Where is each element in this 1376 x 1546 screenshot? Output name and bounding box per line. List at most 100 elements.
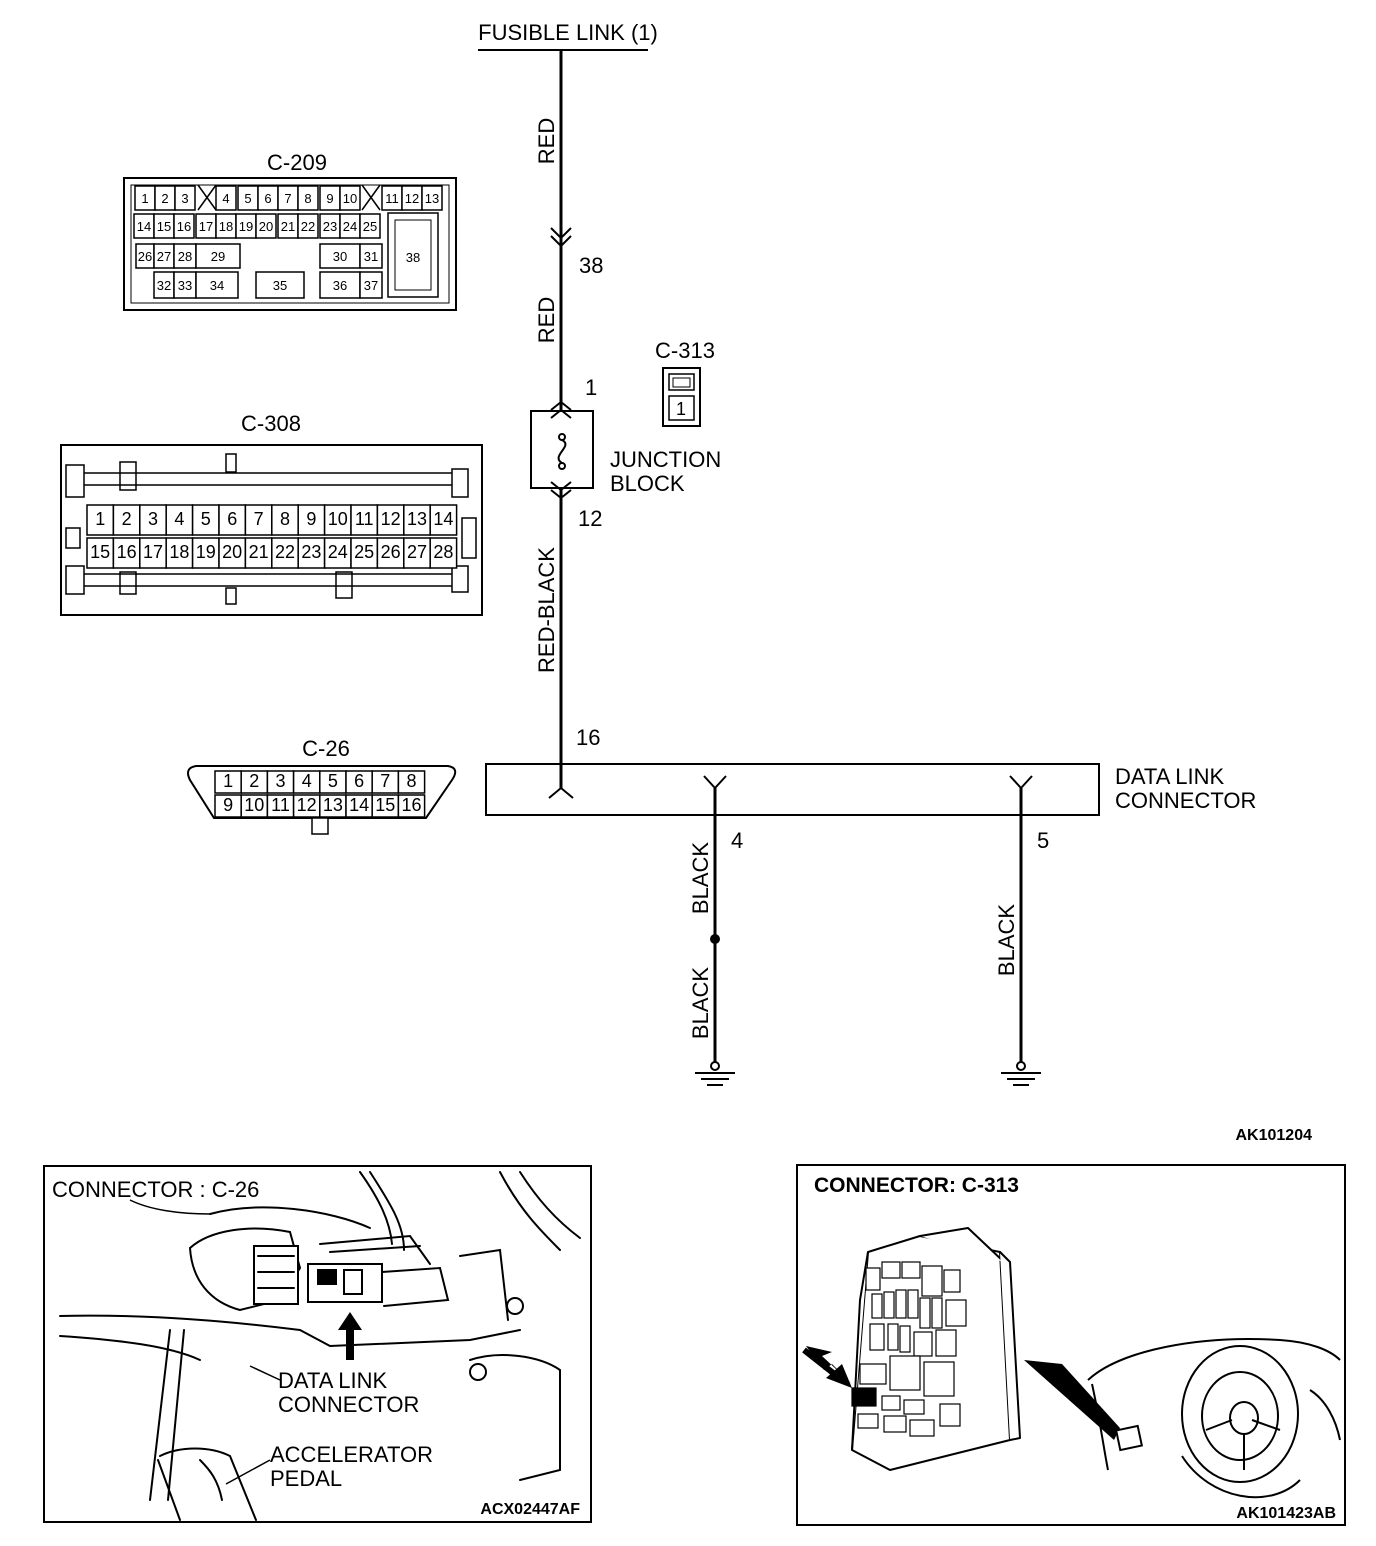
junction-block-label-line1: JUNCTION: [610, 447, 721, 472]
c209-pin-37: 37: [364, 278, 378, 293]
c209-pin-9: 9: [326, 191, 333, 206]
c308-pin-18: 18: [169, 542, 189, 562]
c209-pin-36-cell: [319, 271, 361, 299]
c308-pin-19: 19: [196, 542, 216, 562]
c209-pin-27: 27: [157, 249, 171, 264]
c209-pin-29-cell: [195, 243, 241, 269]
c209-pin-8: 8: [304, 191, 311, 206]
c26-pin-8: 8: [406, 771, 416, 791]
c209-pin-3-cell: [174, 185, 196, 211]
c26-pin-14: 14: [349, 795, 369, 815]
c209-pin-30: 30: [333, 249, 347, 264]
wire-color-red-black: RED-BLACK: [534, 547, 559, 673]
schematic: [478, 49, 1100, 1086]
c209-pin-2: 2: [161, 191, 168, 206]
c209-pin-16-cell: [173, 213, 195, 239]
c209-pin-24: 24: [343, 219, 357, 234]
c308-pin-4: 4: [174, 509, 184, 529]
c308-pin-2: 2: [122, 509, 132, 529]
figure-code: AK101204: [1236, 1127, 1313, 1144]
c209-pin-25: 25: [363, 219, 377, 234]
c308-pin-8: 8: [280, 509, 290, 529]
c308-pin-12: 12: [381, 509, 401, 529]
c308-pin-20-cell: [218, 537, 247, 569]
c209-pin-13-cell: [421, 185, 443, 211]
c308-pin-2-cell: [112, 504, 141, 536]
c209-pin-28: 28: [178, 249, 192, 264]
c308-pin-17: 17: [143, 542, 163, 562]
c308-pin-21-cell: [244, 537, 273, 569]
callout-dlc-line1: DATA LINK: [278, 1368, 388, 1393]
c209-pin-7: 7: [284, 191, 291, 206]
c308-title: C-308: [241, 411, 301, 436]
junction-block-pin-12: 12: [578, 506, 602, 531]
c308-pin-23-cell: [297, 537, 326, 569]
c209-pin-4-cell: [215, 185, 237, 211]
c308-pin-15-cell: [86, 537, 115, 569]
dlc-pin-16: 16: [576, 725, 600, 750]
c26-pin-9: 9: [223, 795, 233, 815]
connector-c313: C-313 1: [655, 338, 715, 427]
dlc-label-line2: CONNECTOR: [1115, 788, 1256, 813]
c26-title: C-26: [302, 736, 350, 761]
c209-pin-15: 15: [157, 219, 171, 234]
inset-right-header: CONNECTOR: C-313: [814, 1174, 1019, 1197]
c209-pin-20-cell: [255, 213, 277, 239]
c313-pin-1: 1: [676, 399, 686, 419]
c308-pin-17-cell: [139, 537, 167, 569]
c26-pin-7: 7: [380, 771, 390, 791]
callout-dlc-line2: CONNECTOR: [278, 1392, 419, 1417]
c209-pin-33: 33: [178, 278, 192, 293]
c209-pin-22-cell: [297, 213, 319, 239]
dlc-pin-4: 4: [731, 828, 743, 853]
c209-pin-14: 14: [137, 219, 151, 234]
c26-pin-2: 2: [249, 771, 259, 791]
inset-left-code: ACX02447AF: [480, 1501, 580, 1518]
c308-pin-14-cell: [429, 504, 458, 536]
c26-pin-8-cell: [397, 770, 426, 794]
c209-pin-10: 10: [343, 191, 357, 206]
c308-pin-28: 28: [433, 542, 453, 562]
c209-pin-3: 3: [181, 191, 188, 206]
dlc-label-line1: DATA LINK: [1115, 764, 1225, 789]
c308-pin-5: 5: [201, 509, 211, 529]
c308-pin-18-cell: [165, 537, 194, 569]
c308-pin-26-cell: [376, 537, 405, 569]
c313-title: C-313: [655, 338, 715, 363]
c209-pin-6: 6: [264, 191, 271, 206]
fusible-link-label: FUSIBLE LINK (1): [478, 20, 658, 45]
c26-pin-13: 13: [323, 795, 343, 815]
wire-color-black-pin4-lower: BLACK: [688, 967, 713, 1039]
wire-color-black-pin5: BLACK: [994, 904, 1019, 976]
c209-pin-32: 32: [157, 278, 171, 293]
c209-pin-36: 36: [333, 278, 347, 293]
wire-color-red-lower: RED: [534, 297, 559, 343]
dlc-pin-5: 5: [1037, 828, 1049, 853]
c26-pin-16: 16: [401, 795, 421, 815]
callout-pedal-line2: PEDAL: [270, 1466, 342, 1491]
c308-pin-8-cell: [271, 504, 299, 536]
c209-pin-17: 17: [199, 219, 213, 234]
c308-pin-10-cell: [323, 504, 352, 536]
c308-pin-6-cell: [218, 504, 247, 536]
wire-color-black-pin4-upper: BLACK: [688, 842, 713, 914]
c209-pin-13: 13: [425, 191, 439, 206]
c209-pin-16: 16: [177, 219, 191, 234]
c308-pin-11: 11: [355, 509, 374, 529]
c209-pin-8-cell: [297, 185, 319, 211]
c209-pin-34-cell: [195, 271, 239, 299]
c26-pin-15: 15: [375, 795, 395, 815]
c308-pin-25: 25: [354, 542, 374, 562]
c308-pin-4-cell: [165, 504, 194, 536]
c308-pin-24-cell: [323, 537, 352, 569]
wire-color-red-upper: RED: [534, 118, 559, 164]
pin-38-label: 38: [579, 253, 603, 278]
c308-pin-11-cell: [350, 504, 379, 536]
c308-pin-10: 10: [328, 509, 348, 529]
c308-pin-3-cell: [139, 504, 167, 536]
c209-pin-35-cell: [255, 271, 305, 299]
c209-pin-5: 5: [244, 191, 251, 206]
